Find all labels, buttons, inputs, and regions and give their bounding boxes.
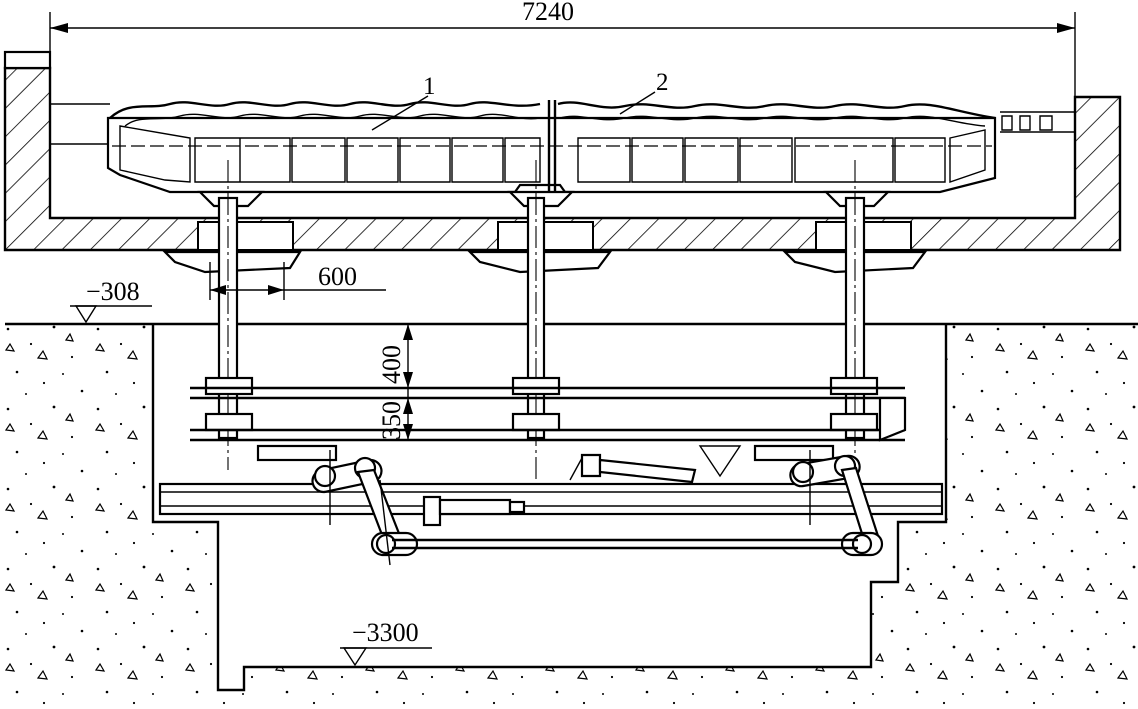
column-spacing-dimension: 600 bbox=[209, 262, 386, 300]
left-crank-linkage bbox=[311, 450, 419, 566]
callout-2: 2 bbox=[619, 69, 669, 115]
walking-grate bbox=[106, 100, 997, 194]
hydraulic-cylinder-upper bbox=[569, 453, 697, 484]
column-spacing-label: 600 bbox=[318, 262, 357, 291]
support-columns bbox=[204, 160, 879, 480]
grate-wavy-profile bbox=[109, 101, 996, 120]
pit-bottom-elevation-mark: −3300 bbox=[340, 618, 432, 667]
concrete-foundation bbox=[3, 50, 1122, 252]
callout-2-label: 2 bbox=[656, 69, 669, 96]
pit-outline bbox=[151, 324, 948, 692]
overall-width-dimension: 7240 bbox=[49, 0, 1076, 100]
column-brackets bbox=[162, 190, 928, 274]
ground-elevation-mark: −308 bbox=[70, 277, 152, 324]
callout-1: 1 bbox=[371, 73, 436, 131]
base-rail bbox=[158, 482, 944, 516]
ground-soil bbox=[5, 324, 1138, 709]
upper-gap-label: 400 bbox=[377, 345, 406, 384]
ground-elevation-label: −308 bbox=[86, 277, 140, 306]
pit-bottom-elevation-label: −3300 bbox=[352, 618, 419, 647]
right-crank-linkage bbox=[789, 450, 884, 557]
overall-width-label: 7240 bbox=[522, 0, 574, 26]
callout-1-label: 1 bbox=[423, 73, 436, 100]
connecting-rod bbox=[392, 538, 858, 550]
hydraulic-cylinder-lower bbox=[422, 495, 526, 527]
moving-frame bbox=[190, 386, 907, 478]
lower-gap-label: 350 bbox=[377, 401, 406, 440]
vertical-gap-dimensions: 400 350 bbox=[377, 324, 413, 440]
